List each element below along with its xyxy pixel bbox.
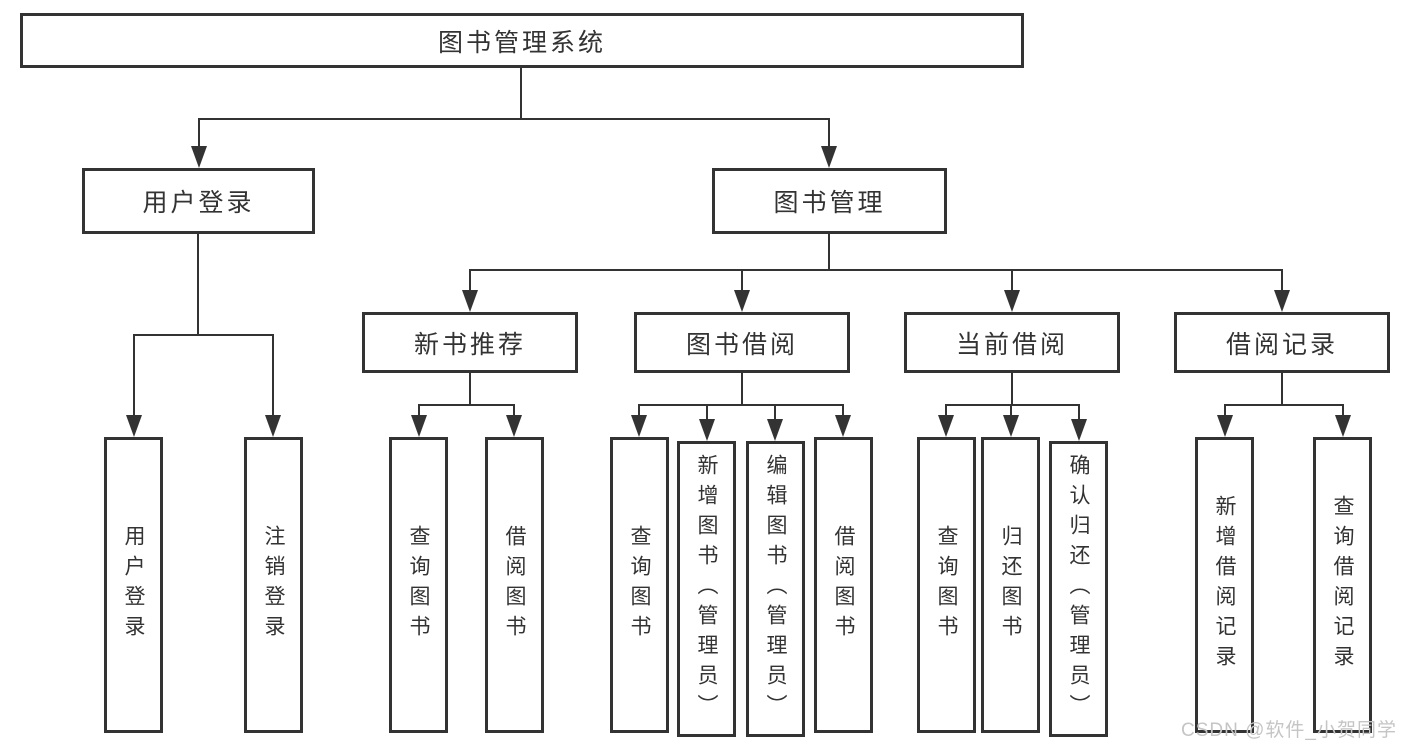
leaf-label: 查询图书 <box>628 525 651 645</box>
node-label: 图书管理 <box>773 189 886 217</box>
connector-vline <box>197 234 199 334</box>
connector-vline <box>1011 269 1013 290</box>
node-new-book-recommend: 新书推荐 <box>362 312 578 373</box>
connector-vline <box>774 404 776 419</box>
leaf-label: 新增图书（管理员） <box>695 454 718 724</box>
connector-vline <box>520 68 522 118</box>
leaf-query-books-borrow: 查询图书 <box>610 437 669 733</box>
node-label: 当前借阅 <box>955 330 1068 359</box>
connector-vline <box>741 269 743 290</box>
connector-vline <box>1011 373 1013 404</box>
connector-vline <box>1224 404 1226 415</box>
node-current-borrow: 当前借阅 <box>904 312 1120 373</box>
connector-vline <box>469 269 471 290</box>
connector-arrowhead <box>265 415 281 437</box>
connector-vline <box>828 234 830 269</box>
connector-arrowhead <box>699 419 715 441</box>
node-label: 用户登录 <box>142 189 255 217</box>
connector-hline <box>1224 404 1344 406</box>
connector-vline <box>1281 269 1283 290</box>
node-borrow-records: 借阅记录 <box>1174 312 1390 373</box>
connector-arrowhead <box>734 290 750 312</box>
connector-arrowhead <box>1335 415 1351 437</box>
connector-vline <box>1342 404 1344 415</box>
connector-hline <box>469 269 1283 271</box>
connector-hline <box>198 118 830 120</box>
leaf-edit-book-admin: 编辑图书（管理员） <box>746 441 805 737</box>
connector-arrowhead <box>1003 415 1019 437</box>
node-user-login: 用户登录 <box>82 168 315 234</box>
leaf-label: 确认归还（管理员） <box>1067 454 1090 724</box>
leaf-label: 查询图书 <box>407 525 430 645</box>
leaf-add-borrow-record: 新增借阅记录 <box>1195 437 1254 733</box>
leaf-label: 注销登录 <box>262 525 285 645</box>
leaf-return-books: 归还图书 <box>981 437 1040 733</box>
connector-arrowhead <box>1004 290 1020 312</box>
connector-vline <box>418 404 420 415</box>
connector-vline <box>706 404 708 419</box>
connector-arrowhead <box>191 146 207 168</box>
connector-arrowhead <box>1217 415 1233 437</box>
leaf-user-login: 用户登录 <box>104 437 163 733</box>
node-library-system: 图书管理系统 <box>20 13 1024 68</box>
connector-hline <box>133 334 274 336</box>
leaf-label: 查询图书 <box>935 525 958 645</box>
node-label: 借阅记录 <box>1225 330 1338 359</box>
connector-arrowhead <box>411 415 427 437</box>
connector-arrowhead <box>938 415 954 437</box>
connector-arrowhead <box>126 415 142 437</box>
connector-arrowhead <box>835 415 851 437</box>
connector-vline <box>741 373 743 404</box>
connector-vline <box>469 373 471 404</box>
node-book-borrow: 图书借阅 <box>634 312 850 373</box>
connector-vline <box>1010 404 1012 415</box>
connector-arrowhead <box>631 415 647 437</box>
connector-vline <box>1078 404 1080 419</box>
leaf-label: 借阅图书 <box>832 525 855 645</box>
connector-hline <box>418 404 515 406</box>
leaf-add-book-admin: 新增图书（管理员） <box>677 441 736 737</box>
leaf-label: 查询借阅记录 <box>1331 495 1354 675</box>
connector-vline <box>513 404 515 415</box>
leaf-label: 归还图书 <box>999 525 1022 645</box>
leaf-query-books-current: 查询图书 <box>917 437 976 733</box>
leaf-label: 借阅图书 <box>503 525 526 645</box>
leaf-query-borrow-record: 查询借阅记录 <box>1313 437 1372 733</box>
leaf-label: 新增借阅记录 <box>1213 495 1236 675</box>
leaf-confirm-return-admin: 确认归还（管理员） <box>1049 441 1108 737</box>
connector-vline <box>1281 373 1283 404</box>
connector-arrowhead <box>767 419 783 441</box>
connector-vline <box>272 334 274 415</box>
connector-arrowhead <box>506 415 522 437</box>
connector-vline <box>945 404 947 415</box>
connector-hline <box>638 404 844 406</box>
watermark-text: CSDN @软件_小贺同学 <box>1181 720 1397 741</box>
connector-arrowhead <box>462 290 478 312</box>
leaf-logout: 注销登录 <box>244 437 303 733</box>
connector-arrowhead <box>821 146 837 168</box>
leaf-borrow-books: 借阅图书 <box>814 437 873 733</box>
leaf-label: 编辑图书（管理员） <box>764 454 787 724</box>
node-label: 图书管理系统 <box>437 28 606 57</box>
connector-vline <box>828 118 830 146</box>
connector-hline <box>945 404 1080 406</box>
connector-arrowhead <box>1274 290 1290 312</box>
node-book-management: 图书管理 <box>712 168 947 234</box>
leaf-label: 用户登录 <box>122 525 145 645</box>
connector-vline <box>638 404 640 415</box>
leaf-query-books-recommend: 查询图书 <box>389 437 448 733</box>
connector-vline <box>842 404 844 415</box>
connector-arrowhead <box>1071 419 1087 441</box>
leaf-borrow-books-recommend: 借阅图书 <box>485 437 544 733</box>
node-label: 图书借阅 <box>685 330 798 359</box>
node-label: 新书推荐 <box>413 330 526 359</box>
connector-vline <box>198 118 200 146</box>
connector-vline <box>133 334 135 415</box>
